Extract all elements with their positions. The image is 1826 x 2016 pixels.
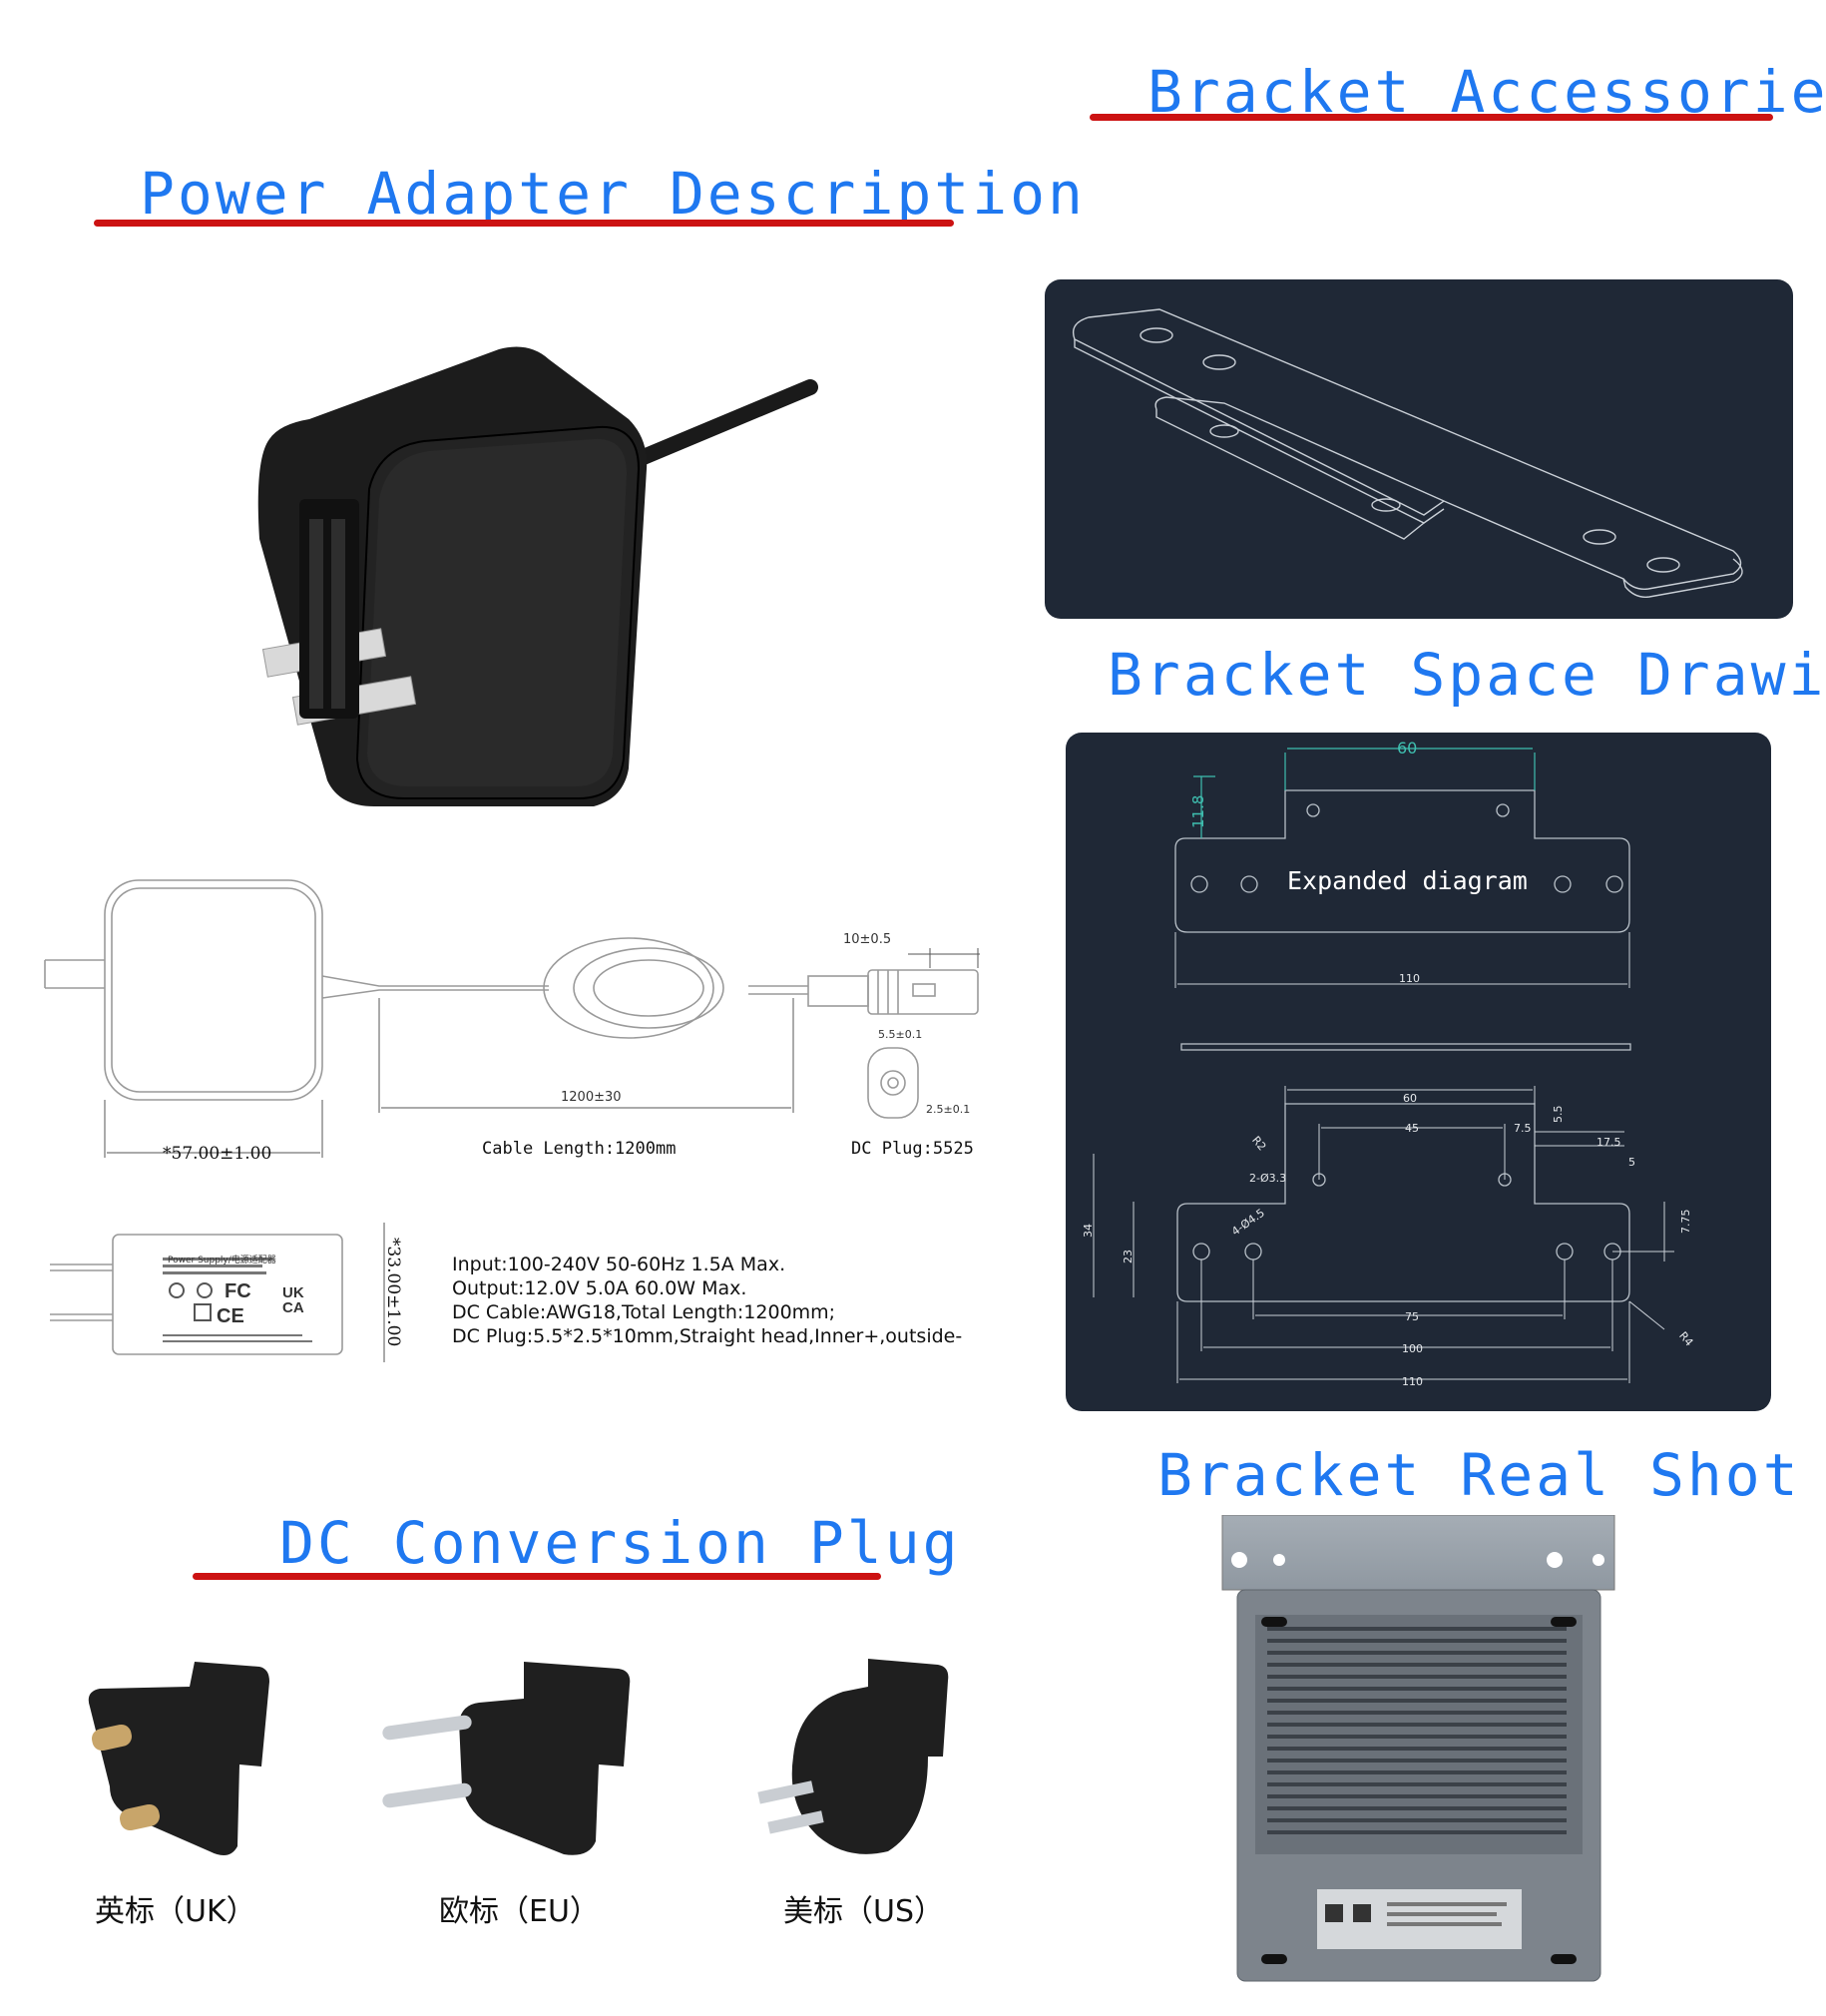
depth-dim: *33.00±1.00: [383, 1238, 403, 1347]
svg-text:FC: FC: [225, 1280, 251, 1302]
bracket-real-shot-photo: [1217, 1515, 1620, 1984]
adapter-dimension-drawing: [30, 868, 988, 1188]
cable-length-label: Cable Length:1200mm: [482, 1139, 677, 1159]
dim-top-width: 60: [1397, 739, 1418, 757]
dc-plug-label: DC Plug:5525: [851, 1139, 974, 1159]
dim-top-height: 11.8: [1189, 794, 1207, 828]
width-dim: *57.00±1.00: [163, 1144, 272, 1164]
spec-output: Output:12.0V 5.0A 60.0W Max.: [452, 1277, 747, 1299]
eu-plug-label: 欧标（EU）: [439, 1894, 600, 1929]
dim-100: 100: [1402, 1342, 1423, 1355]
dim-60: 60: [1403, 1092, 1417, 1105]
expanded-diagram-label: Expanded diagram: [1287, 866, 1528, 895]
dim-110: 110: [1402, 1375, 1423, 1388]
dim-45: 45: [1405, 1122, 1419, 1135]
bracket-accessories-underline: [1090, 114, 1773, 121]
dc-conversion-plug-heading: DC Conversion Plug: [279, 1509, 961, 1577]
dim-23: 23: [1122, 1250, 1135, 1263]
spec-dc-plug: DC Plug:5.5*2.5*10mm,Straight head,Inner…: [452, 1325, 963, 1347]
uk-plug-label: 英标（UK）: [95, 1894, 256, 1929]
svg-text:CA: CA: [282, 1299, 304, 1316]
bracket-3d-drawing-panel: [1045, 279, 1793, 619]
power-adapter-heading: Power Adapter Description: [140, 160, 1086, 228]
adapter-label-title: Power Supply/电源适配器: [168, 1256, 276, 1265]
plug-inner-dim: 2.5±0.1: [926, 1103, 971, 1116]
bracket-space-drawing-heading: Bracket Space Drawing: [1108, 641, 1826, 709]
dim-7-5: 7.5: [1514, 1122, 1532, 1135]
power-adapter-photo: [200, 329, 838, 818]
spec-input: Input:100-240V 50-60Hz 1.5A Max.: [452, 1254, 786, 1275]
plug-outer-dim: 5.5±0.1: [878, 1028, 923, 1041]
dim-total-top: 110: [1399, 972, 1420, 985]
power-adapter-underline: [94, 220, 954, 227]
dim-5-5: 5.5: [1552, 1105, 1565, 1124]
us-plug-label: 美标（US）: [783, 1894, 945, 1929]
dim-17-5: 17.5: [1597, 1136, 1621, 1149]
bracket-space-drawing-panel: [1066, 733, 1771, 1411]
adapter-side-view: FC UK CA CE: [45, 1213, 414, 1372]
svg-text:UK: UK: [282, 1284, 304, 1301]
dim-75: 75: [1405, 1310, 1419, 1323]
dc-conversion-plug-underline: [193, 1573, 881, 1580]
bracket-real-shot-heading: Bracket Real Shot: [1157, 1441, 1801, 1509]
dim-34: 34: [1082, 1224, 1095, 1238]
us-plug-photo: [738, 1647, 968, 1866]
dim-7-75: 7.75: [1679, 1209, 1692, 1235]
spec-dc-cable: DC Cable:AWG18,Total Length:1200mm;: [452, 1301, 836, 1323]
eu-plug-photo: [374, 1647, 644, 1866]
uk-plug-photo: [70, 1647, 279, 1866]
dim-5: 5: [1628, 1156, 1635, 1169]
svg-text:CE: CE: [217, 1305, 244, 1327]
dim-hole-2: 2-Ø3.3: [1249, 1172, 1287, 1185]
cable-dim: 1200±30: [561, 1090, 622, 1105]
dc-tip-length-dim: 10±0.5: [843, 932, 892, 947]
